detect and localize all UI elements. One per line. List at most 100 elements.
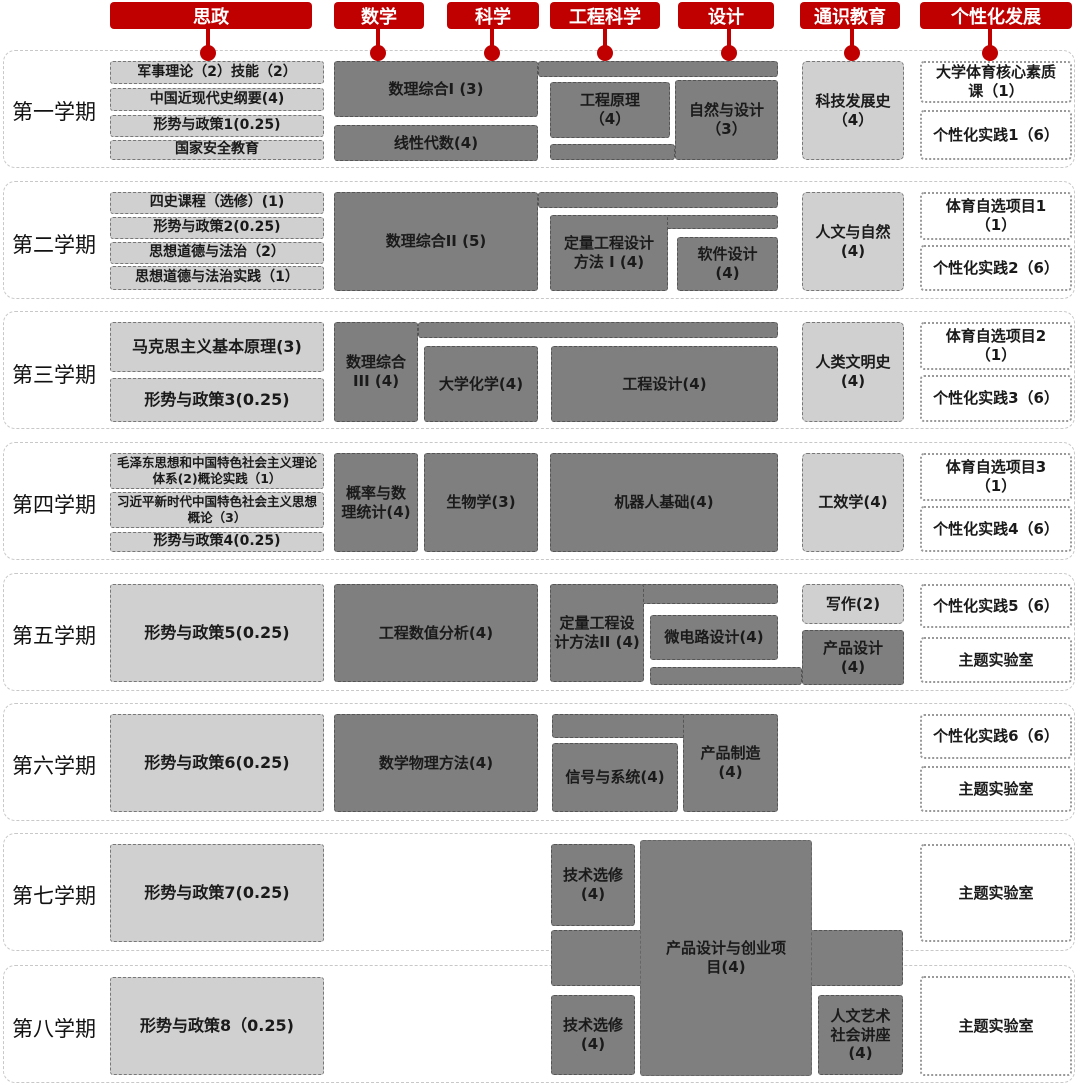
course-chemistry: 大学化学(4) <box>424 346 538 422</box>
connector-dot <box>982 45 998 61</box>
course-math-2: 数理综合II (5) <box>334 192 538 291</box>
semester-label-8: 第八学期 <box>12 1017 96 1041</box>
course-tech-elective-7: 技术选修(4) <box>551 844 635 926</box>
course-practice-4: 个性化实践4（6） <box>920 506 1072 552</box>
course-policy-8: 形势与政策8（0.25) <box>110 977 324 1075</box>
course-policy-5: 形势与政策5(0.25) <box>110 584 324 682</box>
connector-dot <box>721 45 737 61</box>
semester-label-4: 第四学期 <box>12 493 96 517</box>
header-sizheng: 思政 <box>110 2 312 29</box>
course-humanities-lecture: 人文艺术社会讲座(4) <box>818 995 903 1075</box>
course-linear-algebra: 线性代数(4) <box>334 125 538 161</box>
course-eng-design: 工程设计(4) <box>551 346 778 422</box>
course-pe-3: 体育自选项目3（1） <box>920 453 1072 501</box>
course-mao-thought: 毛泽东思想和中国特色社会主义理论体系(2)概论实践（1） <box>110 453 324 489</box>
course-product-design: 产品设计(4) <box>802 630 904 685</box>
course-practice-5: 个性化实践5（6） <box>920 584 1072 628</box>
course-product-manufacturing: 产品制造(4) <box>683 714 778 812</box>
semester-row-1 <box>3 50 1075 168</box>
course-writing: 写作(2) <box>802 584 904 624</box>
course-biology: 生物学(3) <box>424 453 538 552</box>
semester-label-3: 第三学期 <box>12 363 96 387</box>
bar-top <box>418 322 778 338</box>
course-modern-history: 中国近现代史纲要(4) <box>110 88 324 111</box>
bar-bottom <box>650 667 802 685</box>
course-policy-4: 形势与政策4(0.25) <box>110 532 324 552</box>
course-qedm-2: 定量工程设计方法II (4) <box>550 584 644 682</box>
header-eng-science: 工程科学 <box>550 2 660 29</box>
header-design: 设计 <box>678 2 774 29</box>
course-math-physics: 数学物理方法(4) <box>334 714 538 812</box>
semester-row-4 <box>3 442 1075 560</box>
course-policy-6: 形势与政策6(0.25) <box>110 714 324 812</box>
course-software-design: 软件设计(4) <box>677 237 778 291</box>
course-numerical-analysis: 工程数值分析(4) <box>334 584 538 682</box>
course-policy-2: 形势与政策2(0.25) <box>110 217 324 239</box>
course-microcircuit: 微电路设计(4) <box>650 615 778 660</box>
course-theme-lab-8: 主题实验室 <box>920 976 1072 1076</box>
course-tech-history: 科技发展史（4） <box>802 61 904 160</box>
connector <box>376 29 380 52</box>
course-practice-3: 个性化实践3（6） <box>920 375 1072 422</box>
semester-row-8 <box>3 965 1075 1083</box>
connector-dot <box>484 45 500 61</box>
semester-label-1: 第一学期 <box>12 100 96 124</box>
course-robotics: 机器人基础(4) <box>550 453 778 552</box>
connector <box>206 29 210 52</box>
header-math: 数学 <box>334 2 424 29</box>
course-morality-law: 思想道德与法治（2） <box>110 242 324 264</box>
course-civilization-history: 人类文明史(4) <box>802 322 904 422</box>
header-science: 科学 <box>447 2 539 29</box>
header-general-ed: 通识教育 <box>800 2 900 29</box>
course-four-histories: 四史课程（选修）(1) <box>110 192 324 214</box>
bar-bottom <box>550 144 675 160</box>
course-pe-1: 体育自选项目1（1） <box>920 192 1072 240</box>
connector <box>850 29 854 52</box>
connector <box>490 29 494 52</box>
bar-top <box>538 61 778 77</box>
course-probability: 概率与数理统计(4) <box>334 453 418 552</box>
course-tech-elective-8: 技术选修(4) <box>551 995 635 1075</box>
course-theme-lab-6: 主题实验室 <box>920 766 1072 812</box>
course-practice-6: 个性化实践6（6） <box>920 714 1072 759</box>
semester-label-5: 第五学期 <box>12 624 96 648</box>
course-pe-core: 大学体育核心素质课（1） <box>920 61 1072 103</box>
semester-row-3 <box>3 311 1075 429</box>
course-nature-design: 自然与设计（3） <box>675 80 778 160</box>
connector-dot <box>200 45 216 61</box>
semester-label-6: 第六学期 <box>12 754 96 778</box>
course-policy-7: 形势与政策7(0.25) <box>110 844 324 942</box>
connector-dot <box>370 45 386 61</box>
semester-label-2: 第二学期 <box>12 233 96 257</box>
semester-row-5 <box>3 573 1075 691</box>
semester-row-2 <box>3 181 1075 299</box>
course-math-3: 数理综合III (4) <box>334 322 418 422</box>
course-eng-principle: 工程原理（4） <box>550 82 670 138</box>
connector <box>603 29 607 52</box>
header-personal-dev: 个性化发展 <box>920 2 1072 29</box>
course-practice-2: 个性化实践2（6） <box>920 245 1072 291</box>
semester-row-6 <box>3 703 1075 821</box>
course-marxism: 马克思主义基本原理(3) <box>110 322 324 372</box>
semester-row-7 <box>3 833 1075 951</box>
course-military: 军事理论（2）技能（2） <box>110 61 324 84</box>
course-theme-lab-5: 主题实验室 <box>920 637 1072 683</box>
course-policy-3: 形势与政策3(0.25) <box>110 378 324 422</box>
connector-dot <box>844 45 860 61</box>
course-signals-systems: 信号与系统(4) <box>552 743 678 812</box>
course-math-1: 数理综合I (3) <box>334 61 538 117</box>
semester-label-7: 第七学期 <box>12 884 96 908</box>
course-morality-law-practice: 思想道德与法治实践（1） <box>110 266 324 290</box>
course-national-security: 国家安全教育 <box>110 140 324 160</box>
connector-dot <box>597 45 613 61</box>
course-theme-lab-7: 主题实验室 <box>920 844 1072 942</box>
connector <box>727 29 731 52</box>
course-pe-2: 体育自选项目2（1） <box>920 322 1072 370</box>
course-ergonomics: 工效学(4) <box>802 453 904 552</box>
course-practice-1: 个性化实践1（6） <box>920 110 1072 160</box>
course-humanities-nature: 人文与自然(4) <box>802 192 904 291</box>
bar-top <box>538 192 778 208</box>
course-xi-thought: 习近平新时代中国特色社会主义思想概论（3） <box>110 492 324 528</box>
course-qedm-1: 定量工程设计方法 I (4) <box>550 215 668 291</box>
course-policy-1: 形势与政策1(0.25) <box>110 115 324 137</box>
